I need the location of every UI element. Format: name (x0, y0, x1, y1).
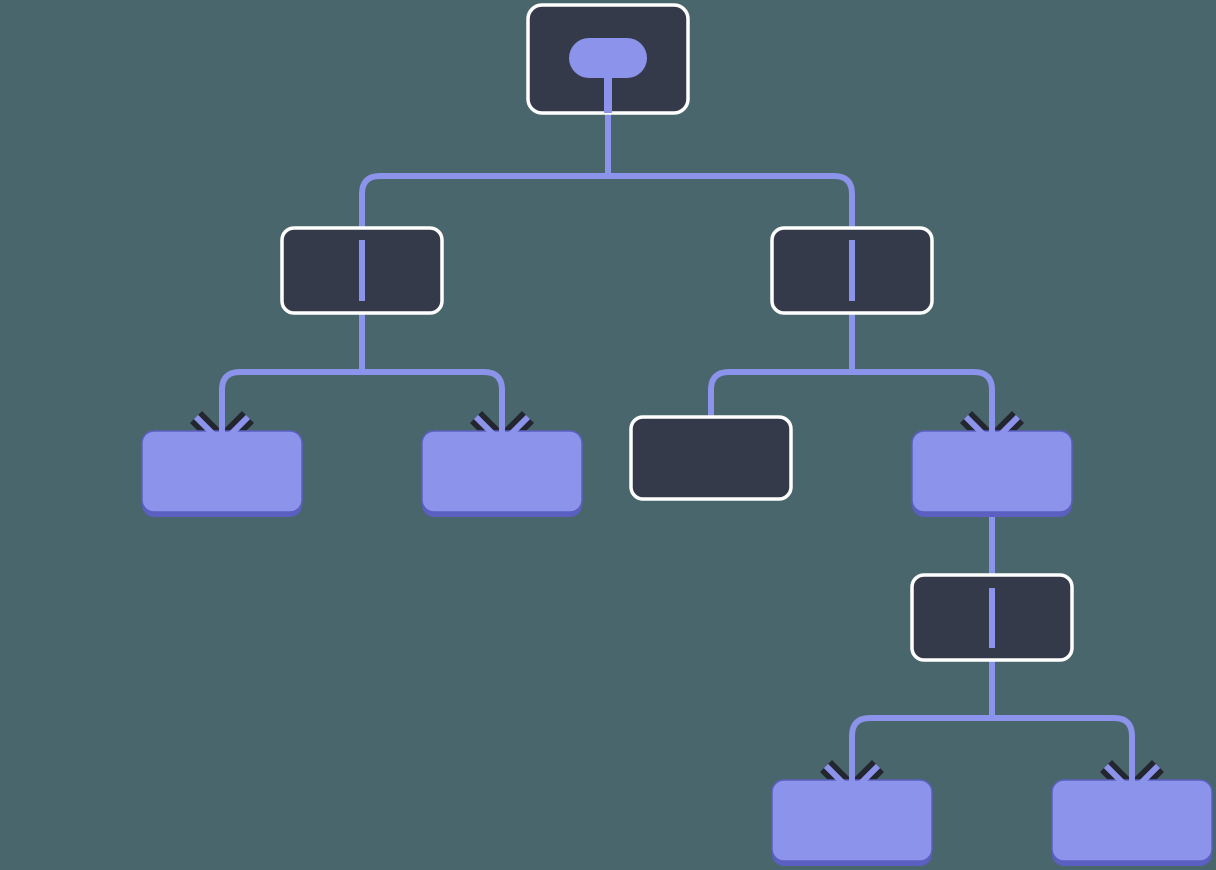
node-l1-left[interactable] (280, 226, 444, 315)
node-l3-a[interactable] (910, 573, 1074, 662)
edge-layer (219, 5, 1135, 780)
node-l4-a[interactable] (771, 779, 933, 866)
node-l2-a[interactable] (141, 430, 303, 517)
edge-l3-a-to-l4-b[interactable] (992, 715, 1135, 780)
arrowhead-front-l4-b (1103, 763, 1161, 797)
edge-root-to-l1-left[interactable] (359, 173, 608, 313)
arrow-shaft-tip-layer (219, 400, 1135, 789)
edge-l1-right-to-l2-c[interactable] (708, 369, 852, 417)
node-layer (141, 3, 1213, 866)
arrowhead-front-l2-a (193, 414, 251, 448)
node-root-stem-icon (604, 60, 612, 113)
arrowhead-front-l4-a (823, 763, 881, 797)
edge-root-to-l1-right[interactable] (608, 173, 855, 313)
arrowhead-front-l2-b (473, 414, 531, 448)
node-l1-right[interactable] (770, 226, 934, 315)
arrowhead-front-layer (193, 414, 1161, 797)
arrowhead-front-l2-d (963, 414, 1021, 448)
node-l2-b[interactable] (421, 430, 583, 517)
node-l2-c-body[interactable] (629, 415, 793, 501)
node-l2-d[interactable] (911, 430, 1073, 517)
edge-l3-a-to-l4-a[interactable] (849, 715, 992, 780)
node-l2-c[interactable] (629, 415, 793, 501)
node-l4-b[interactable] (1051, 779, 1213, 866)
edge-l1-left-to-l2-a[interactable] (219, 369, 362, 431)
node-root[interactable] (526, 3, 690, 115)
edge-l1-left-to-l2-b[interactable] (362, 369, 505, 431)
node-root-pill-icon (569, 38, 647, 78)
edge-l1-right-to-l2-d[interactable] (852, 369, 995, 431)
